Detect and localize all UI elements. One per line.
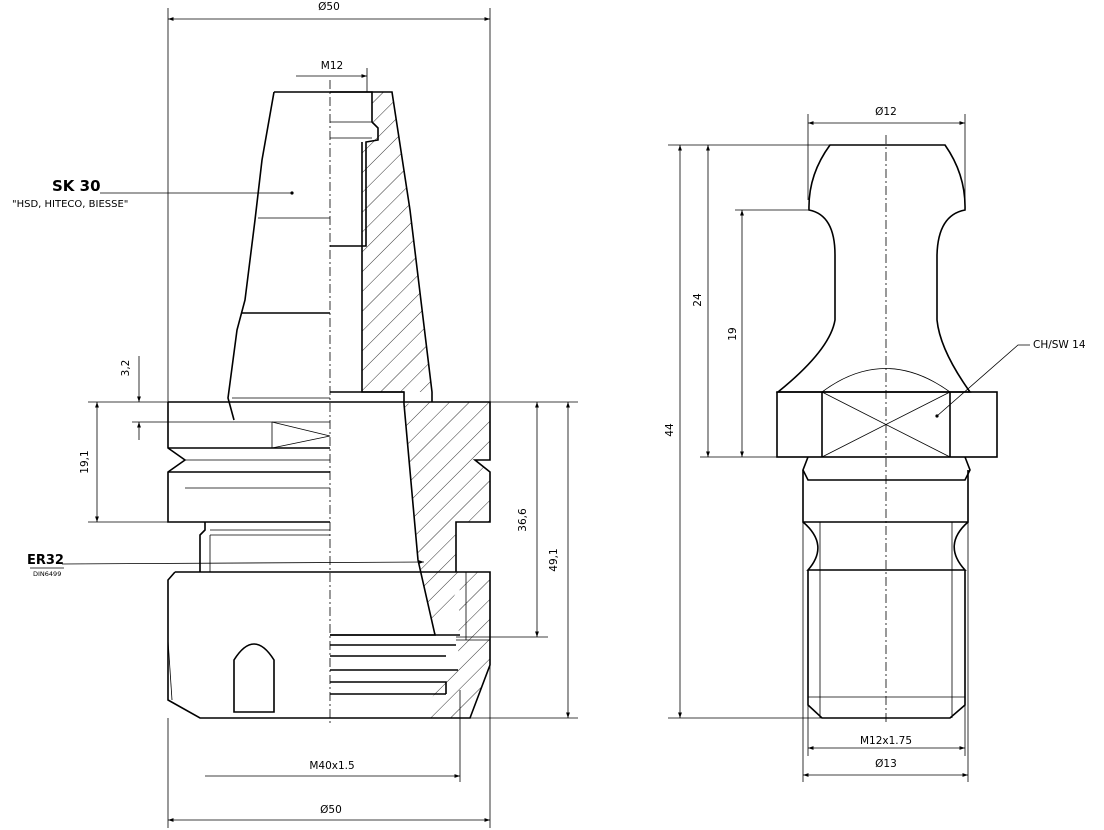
pull-stud-shank (802, 456, 971, 719)
dim-bottom-diameter: Ø50 (167, 665, 491, 828)
dim-shank-diameter-label: Ø13 (875, 758, 897, 770)
dim-nut-thread: M40x1.5 (205, 690, 461, 782)
pull-stud-head (775, 144, 972, 393)
dim-flange-gap: 3,2 (120, 356, 236, 440)
dim-thread-top-label: M12 (321, 60, 343, 72)
dim-flange-height: 19,1 (79, 401, 168, 523)
dim-mid-height: 36,6 (456, 401, 548, 638)
dim-total-height: 49,1 (470, 401, 578, 719)
dim-shank-diameter: Ø13 (802, 522, 969, 782)
dim-flange-gap-label: 3,2 (120, 360, 132, 377)
dim-top-diameter-label: Ø50 (318, 1, 340, 13)
callout-sk30-subtitle: "HSD, HITECO, BIESSE" (12, 199, 128, 210)
dim-nut-thread-label: M40x1.5 (309, 760, 354, 772)
dim-flange-height-label: 19,1 (79, 450, 91, 473)
dim-thread-label: M12x1.75 (860, 735, 912, 747)
dim-bottom-diameter-label: Ø50 (320, 804, 342, 816)
callout-sk30: SK 30 "HSD, HITECO, BIESSE" (12, 177, 294, 210)
pull-stud-drawing: Ø12 44 24 19 CH/SW 14 (664, 106, 1086, 782)
callout-hex-label: CH/SW 14 (1033, 339, 1086, 351)
dim-inner-length: 19 (727, 209, 809, 457)
chuck-drawing: Ø50 M12 SK 30 "HSD, HITECO, BIESSE" 3,2 … (12, 1, 578, 828)
dim-head-diameter-label: Ø12 (875, 106, 897, 118)
dim-neck-length: 24 (692, 145, 777, 458)
callout-er32: ER32 DIN6499 (27, 553, 425, 578)
dim-total-height-label: 49,1 (548, 548, 560, 571)
dim-total-length: 44 (664, 144, 830, 719)
dim-thread: M12x1.75 (807, 705, 966, 756)
callout-er32-title: ER32 (27, 553, 64, 568)
callout-er32-subtitle: DIN6499 (33, 570, 61, 578)
flange (167, 401, 491, 572)
dim-total-length-label: 44 (664, 423, 676, 437)
dim-top-diameter: Ø50 (167, 1, 491, 402)
dim-thread-top: M12 (296, 60, 368, 92)
dim-inner-length-label: 19 (727, 327, 739, 340)
dim-head-diameter: Ø12 (807, 106, 966, 200)
callout-hex: CH/SW 14 (935, 339, 1086, 418)
callout-sk30-title: SK 30 (52, 177, 101, 195)
dim-neck-length-label: 24 (692, 293, 704, 307)
dim-mid-height-label: 36,6 (517, 508, 529, 532)
section-hatching (362, 92, 490, 718)
pull-stud-hex (776, 391, 998, 458)
